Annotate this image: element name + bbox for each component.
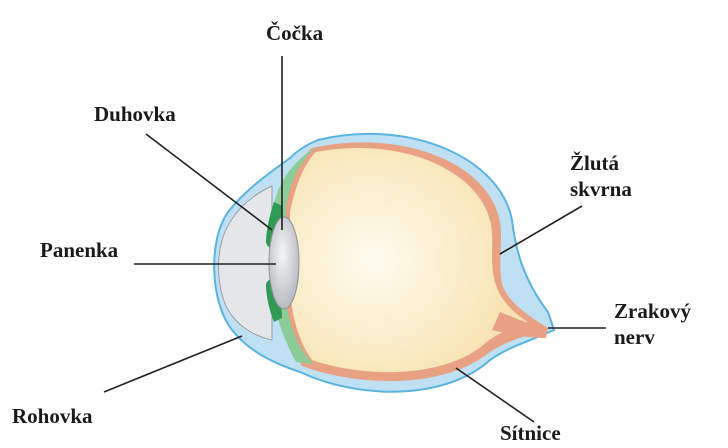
pointer-sitnice <box>456 368 534 422</box>
label-zluta-skvrna: Žlutá skvrna <box>570 150 632 202</box>
label-cocka: Čočka <box>266 20 323 46</box>
label-zluta-skvrna-line2: skvrna <box>570 176 632 202</box>
label-panenka: Panenka <box>40 237 118 263</box>
label-zrakovy-nerv-line2: nerv <box>614 324 691 350</box>
label-sitnice: Sítnice <box>500 420 561 446</box>
label-zluta-skvrna-line1: Žlutá <box>570 150 632 176</box>
pointer-rohovka <box>104 336 242 392</box>
pointer-duhovka <box>146 134 272 230</box>
lens <box>269 217 299 309</box>
label-rohovka: Rohovka <box>12 403 93 429</box>
label-zrakovy-nerv-line1: Zrakový <box>614 298 691 324</box>
label-duhovka: Duhovka <box>94 101 176 127</box>
label-zrakovy-nerv: Zrakový nerv <box>614 298 691 350</box>
